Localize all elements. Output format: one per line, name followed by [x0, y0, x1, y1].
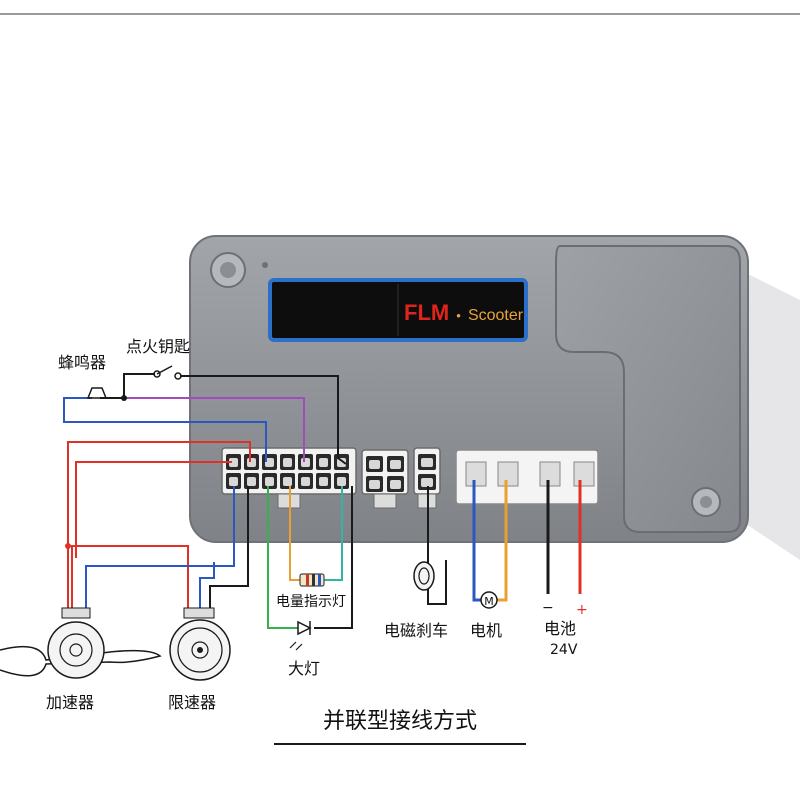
wire-brake [427, 486, 447, 605]
connector-pin-socket [337, 458, 346, 467]
controller-lid [555, 245, 741, 533]
label-minus: − [542, 600, 554, 616]
label-brake: 电磁刹车 [384, 621, 448, 640]
connector-pin-socket [421, 458, 433, 467]
brake-connector-pins [418, 454, 436, 490]
connector-pin-socket [421, 478, 433, 487]
label-accelerator: 加速器 [46, 693, 94, 712]
connector-pin-socket [247, 458, 256, 467]
wire-key-left [123, 373, 155, 398]
connector-pin-socket [229, 477, 238, 486]
label-headlight: 大灯 [288, 659, 320, 678]
brake-coil-icon [413, 561, 435, 591]
wire-purple [124, 397, 305, 462]
connector-pin-socket [283, 458, 292, 467]
connector-pin-socket [319, 477, 328, 486]
label-battery: 电池 [544, 619, 576, 638]
wire-blue-limit [199, 562, 215, 612]
speed-limiter-icon [169, 607, 231, 681]
label-ignition-key: 点火钥匙 [126, 337, 190, 356]
connector-pin-socket [369, 460, 380, 469]
label-plus: + [576, 602, 588, 618]
diagram-caption: 并联型接线方式 [323, 709, 477, 734]
ignition-key-switch [153, 365, 182, 380]
connector-pin-socket [369, 480, 380, 489]
controller-shadow [740, 270, 800, 560]
connector-pin-socket [390, 480, 401, 489]
label-battery-indicator: 电量指示灯 [276, 594, 346, 610]
buzzer-icon [86, 387, 108, 399]
junction-dot [121, 395, 127, 401]
mount-hole-top-left-inner [220, 262, 236, 278]
wire-motor-orange [496, 480, 508, 602]
connector-pin-socket [247, 477, 256, 486]
wire-orange-indicator [289, 486, 300, 581]
connector-pin-socket [301, 458, 310, 467]
power-terminal-block [455, 449, 599, 505]
wire-black-headlight [314, 486, 353, 629]
wire-red-upper [67, 441, 251, 612]
connector-pin-socket [390, 460, 401, 469]
headlight-icon [289, 620, 312, 651]
wires [63, 373, 582, 629]
brand-main: FLM [404, 300, 449, 325]
battery-indicator-icon [299, 573, 325, 587]
connector-pin-socket [301, 477, 310, 486]
wire-red-middle [75, 461, 232, 558]
connector-pin-socket [265, 458, 274, 467]
connector-pin-socket [229, 458, 238, 467]
mount-hole-bottom-right-inner [700, 496, 712, 508]
connector-pin-socket [265, 477, 274, 486]
connector-pin-socket [283, 477, 292, 486]
signal-connector-12pin [221, 447, 357, 509]
wire-red-lower [71, 545, 189, 612]
connector-pin-socket [337, 477, 346, 486]
wire-black-limit [209, 486, 249, 612]
motor-symbol-letter: M [484, 595, 494, 608]
brand-dot: • [456, 308, 461, 323]
wire-buzzer-blue [63, 397, 267, 462]
brand-logo: FLM • Scooter [404, 300, 524, 325]
wire-teal-indicator [324, 486, 343, 581]
connector-pin-socket [319, 458, 328, 467]
aux-connector-4pin [361, 449, 409, 509]
junction-dot-red [65, 543, 71, 549]
wire-blue-accel [85, 486, 235, 612]
wire-green-headlight [267, 486, 298, 629]
wire-motor-blue [472, 480, 482, 602]
aux-connector-pins [366, 456, 404, 492]
motor-icon: M [480, 591, 498, 609]
display-panel: FLM • Scooter [268, 278, 528, 342]
brand-sub: Scooter [468, 307, 524, 324]
screw-dot [262, 262, 268, 268]
label-buzzer: 蜂鸣器 [58, 353, 106, 372]
label-motor: 电机 [470, 621, 502, 640]
label-speed-limiter: 限速器 [168, 693, 216, 712]
label-voltage: 24V [550, 642, 578, 658]
accelerator-icon [0, 607, 162, 679]
connector-pins [226, 454, 349, 489]
wire-ignition-black [180, 375, 347, 465]
